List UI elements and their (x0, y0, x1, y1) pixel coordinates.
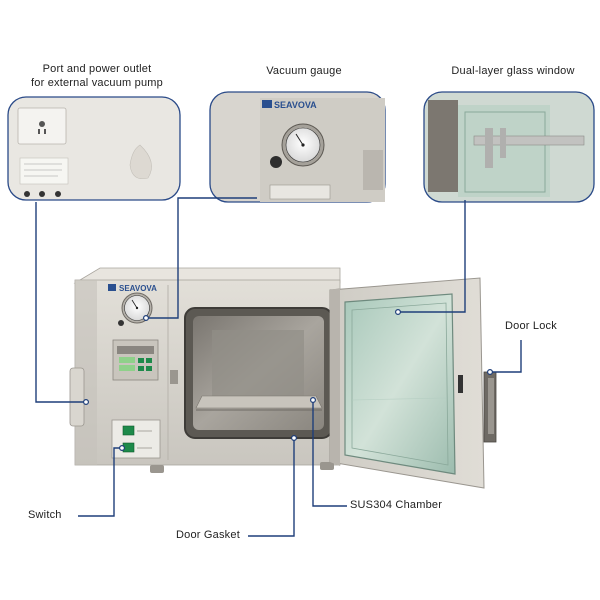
port-outlet-inset (7, 96, 181, 201)
label-door-lock: Door Lock (505, 320, 557, 332)
label-switch: Switch (28, 509, 62, 521)
callout-gauge (146, 197, 257, 319)
inset-brand-text: SEAVOVA (274, 100, 317, 110)
label-glass-window: Dual-layer glass window (451, 65, 575, 77)
callout-chamber (312, 400, 347, 507)
vacuum-gauge-inset: SEAVOVA (209, 91, 386, 203)
door-lock (483, 371, 497, 443)
label-door-gasket: Door Gasket (176, 529, 240, 541)
label-vacuum-gauge: Vacuum gauge (266, 65, 342, 77)
callout-dots (82, 309, 494, 452)
label-port-outlet: Port and power outlet for external vacuu… (31, 62, 163, 90)
callout-glass (398, 200, 466, 313)
label-port-outlet-line2: for external vacuum pump (31, 77, 163, 89)
brand-text: SEAVOVA (119, 284, 157, 293)
callout-door-gasket (248, 438, 295, 537)
label-chamber: SUS304 Chamber (350, 499, 443, 511)
callout-door-lock (490, 340, 522, 373)
callout-lines (35, 197, 522, 537)
glass-window-inset (423, 91, 595, 203)
callout-port (35, 202, 86, 403)
callout-switch (78, 447, 122, 517)
switch-panel (111, 419, 161, 459)
label-port-outlet-line1: Port and power outlet (42, 63, 152, 75)
brand-logo: SEAVOVA (108, 284, 157, 293)
hinge (170, 370, 178, 384)
temperature-controller (112, 339, 159, 381)
open-door (329, 277, 485, 489)
chamber-opening (184, 307, 333, 439)
